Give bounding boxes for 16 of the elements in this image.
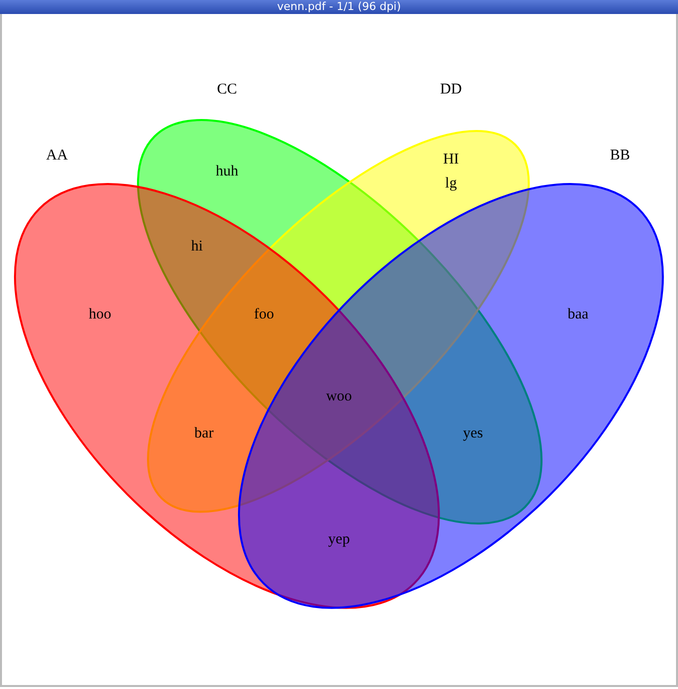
set-label: CC — [216, 82, 237, 98]
region-label: hoo — [88, 306, 112, 324]
region-label: yep — [328, 532, 350, 548]
region-label: yes — [463, 426, 483, 442]
set-label: AA — [46, 148, 68, 164]
window-title: venn.pdf - 1/1 (96 dpi) — [276, 0, 402, 14]
set-label: DD — [440, 82, 462, 98]
region-label: huh — [216, 164, 238, 180]
region-label: baa — [568, 306, 588, 324]
region-label: lg — [445, 176, 457, 192]
region-label: HI — [443, 152, 459, 168]
region-label: woo — [326, 388, 352, 406]
set-label: BB — [610, 148, 630, 164]
region-label: bar — [194, 426, 214, 442]
region-label: hi — [191, 238, 203, 256]
region-label: foo — [254, 306, 274, 324]
